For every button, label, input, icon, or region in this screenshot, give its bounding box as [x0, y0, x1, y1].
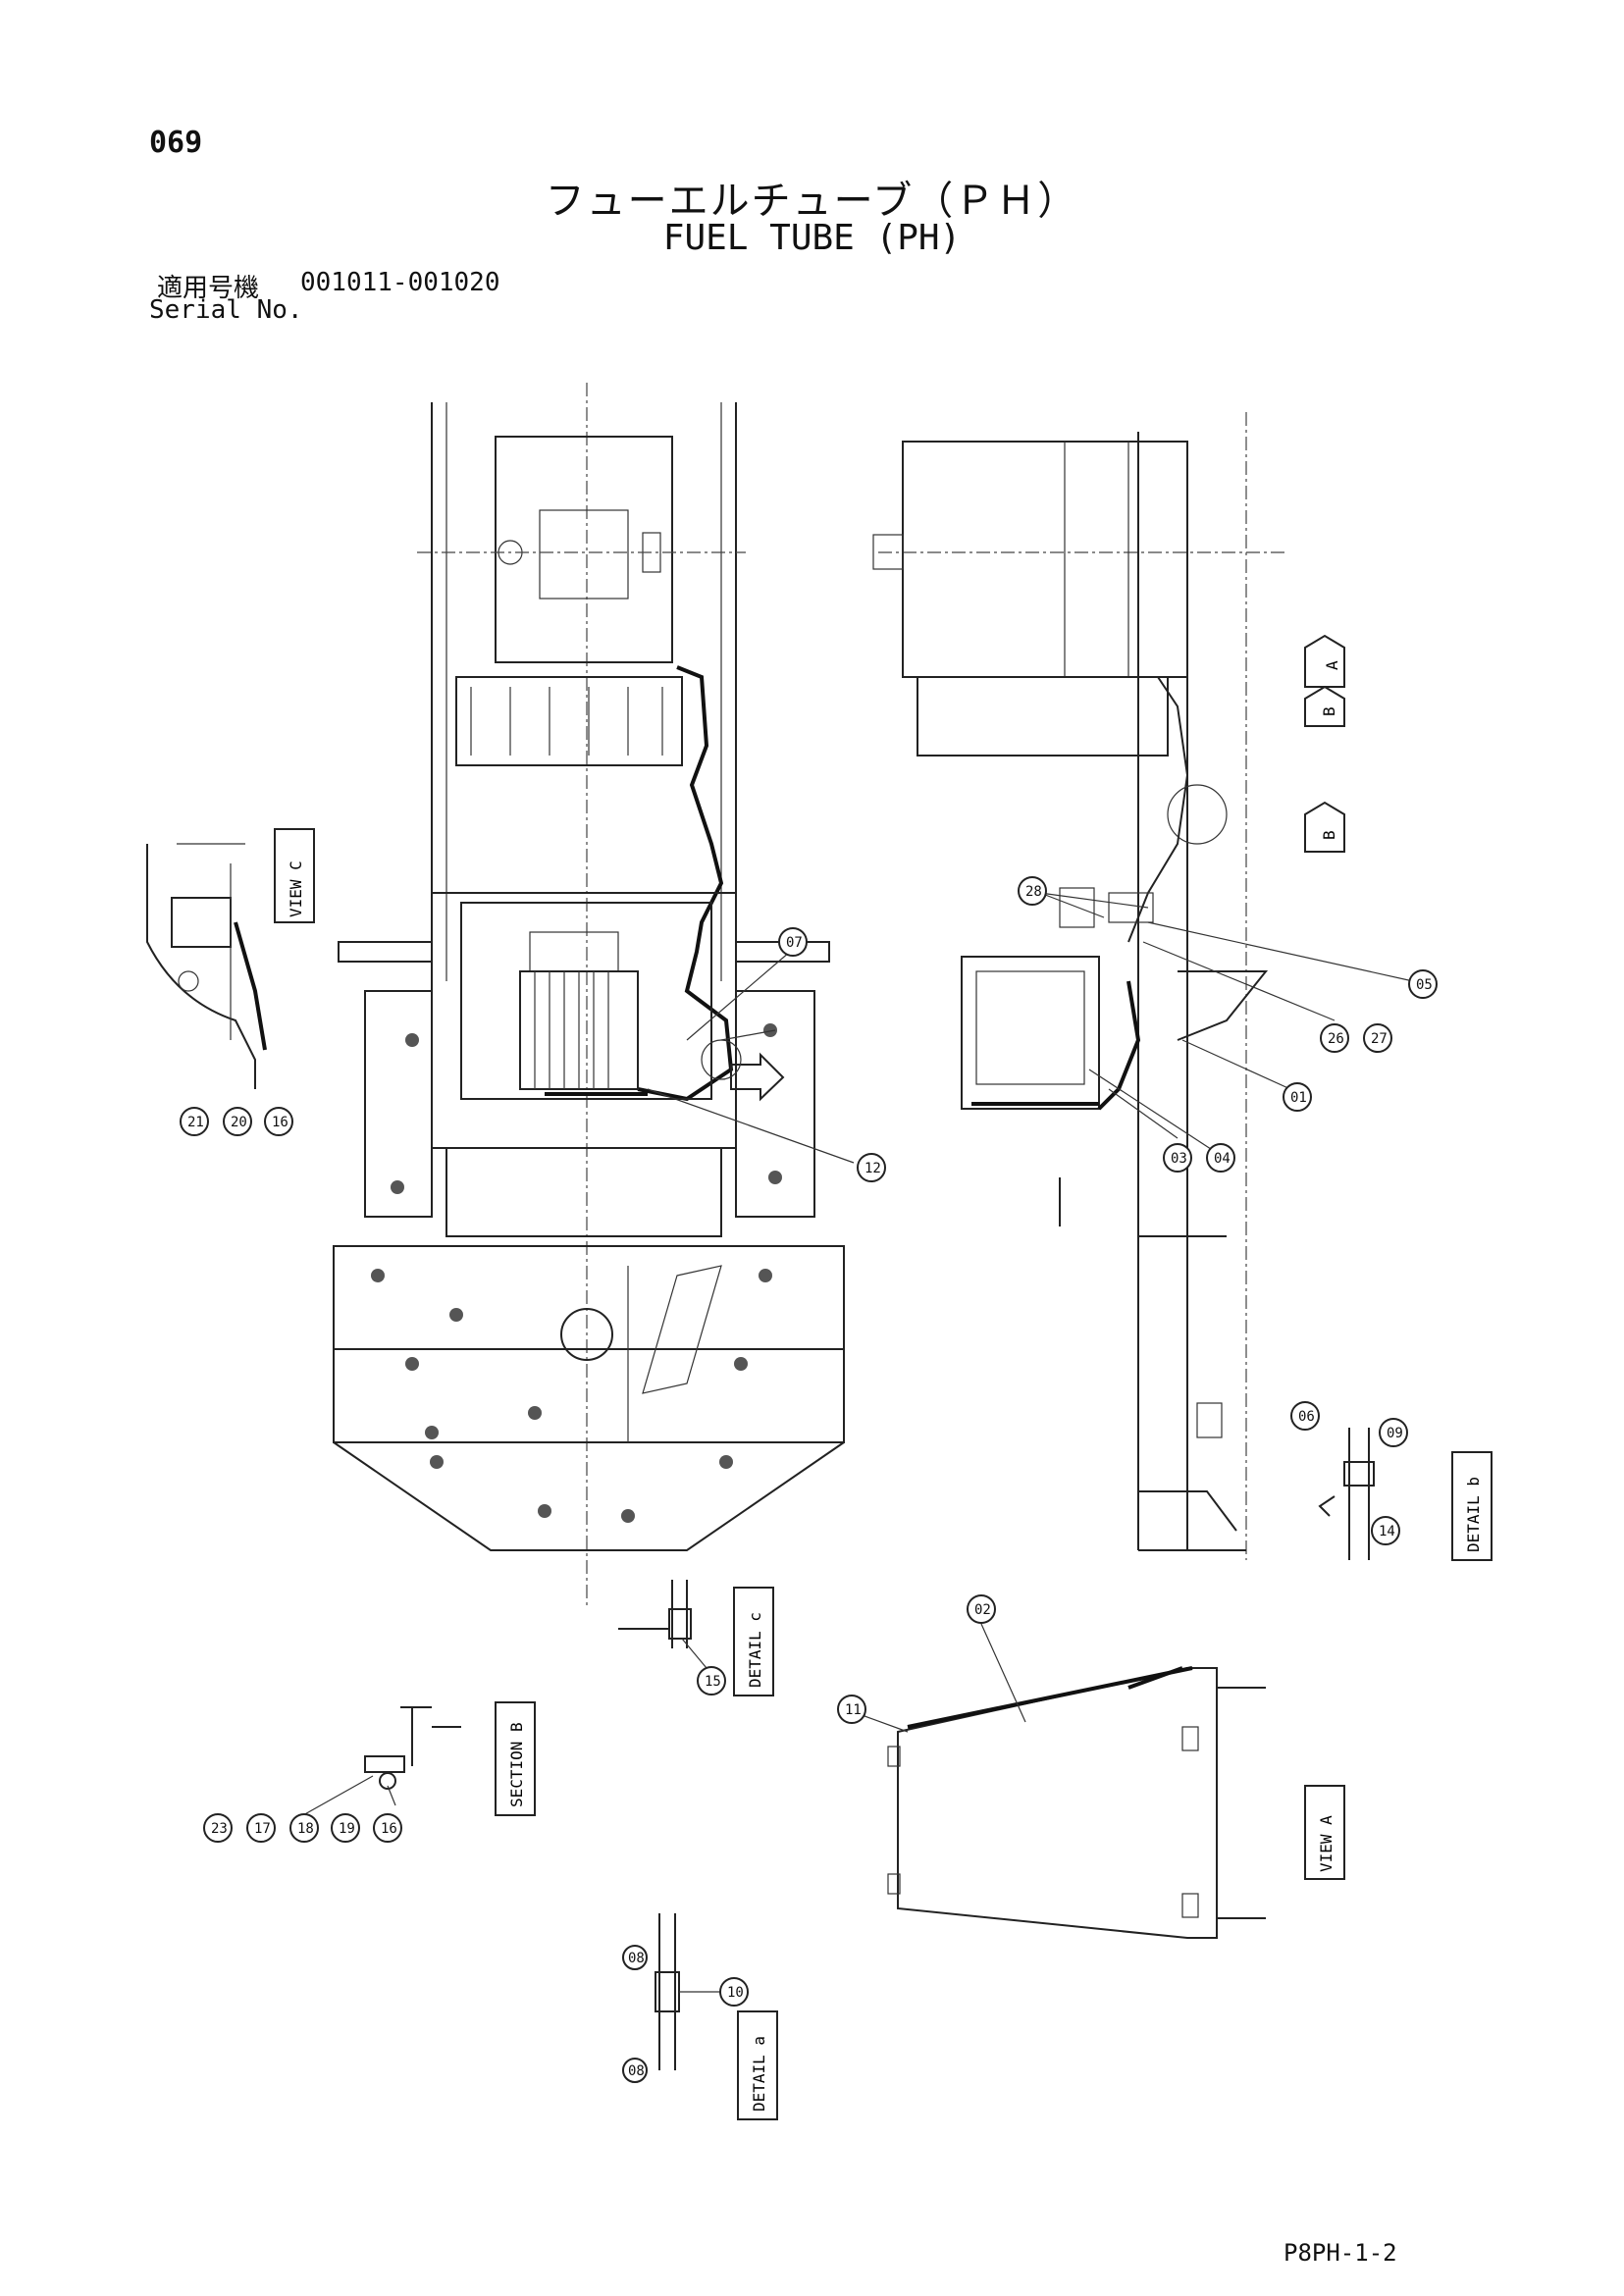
- detail-a: [655, 1913, 721, 2070]
- view-c-label: VIEW C: [287, 861, 305, 917]
- view-a-tag: [1304, 1785, 1345, 1880]
- marker-b2-label: B: [1320, 830, 1338, 840]
- callout-08: 08: [622, 1945, 648, 1970]
- callout-17: 17: [246, 1813, 276, 1843]
- callout-20: 20: [223, 1107, 252, 1136]
- svg-text:16: 16: [381, 1821, 397, 1837]
- callout-12: 12: [857, 1153, 886, 1182]
- section-b: [293, 1706, 461, 1821]
- callout-02: 02: [967, 1594, 996, 1624]
- svg-text:27: 27: [1371, 1031, 1388, 1047]
- callout-14: 14: [1371, 1516, 1400, 1545]
- svg-text:02: 02: [974, 1602, 991, 1618]
- callout-16b: 16: [373, 1813, 402, 1843]
- callout-07: 07: [778, 927, 808, 957]
- svg-text:01: 01: [1290, 1090, 1307, 1106]
- detail-c-tag: [733, 1587, 774, 1696]
- svg-text:18: 18: [297, 1821, 314, 1837]
- callout-03: 03: [1163, 1143, 1192, 1173]
- detail-a-label: DETAIL a: [750, 2036, 768, 2112]
- svg-text:11: 11: [845, 1702, 862, 1718]
- callout-11: 11: [837, 1695, 866, 1724]
- top-view-leaders: [647, 951, 855, 1164]
- view-c-tag: [274, 828, 315, 923]
- svg-text:12: 12: [864, 1161, 881, 1176]
- drawing-code: P8PH-1-2: [1283, 2239, 1397, 2267]
- svg-text:16: 16: [272, 1115, 288, 1130]
- svg-text:20: 20: [231, 1115, 247, 1130]
- callout-28: 28: [1018, 876, 1047, 906]
- callout-08b: 08: [622, 2058, 648, 2083]
- svg-text:19: 19: [339, 1821, 355, 1837]
- svg-text:04: 04: [1214, 1151, 1231, 1167]
- svg-text:03: 03: [1171, 1151, 1187, 1167]
- side-view-leaders: [1039, 892, 1414, 1154]
- callout-26: 26: [1320, 1023, 1349, 1053]
- callout-15: 15: [697, 1666, 726, 1696]
- serial-label-english: Serial No.: [149, 295, 303, 325]
- callout-04: 04: [1206, 1143, 1235, 1173]
- svg-text:05: 05: [1416, 977, 1433, 993]
- callout-21: 21: [180, 1107, 209, 1136]
- svg-text:08: 08: [628, 1951, 645, 1966]
- callout-06: 06: [1290, 1401, 1320, 1431]
- svg-text:15: 15: [705, 1674, 721, 1690]
- title-japanese: フューエルチューブ（ＰＨ）: [545, 179, 1079, 224]
- view-a-label: VIEW A: [1317, 1815, 1336, 1872]
- title-english: FUEL TUBE (PH): [662, 218, 962, 258]
- svg-text:28: 28: [1025, 884, 1042, 900]
- side-view: [872, 412, 1285, 1560]
- chassis-top-view: [333, 383, 845, 1609]
- svg-text:07: 07: [786, 935, 803, 951]
- serial-label-japanese: 適用号機: [157, 274, 260, 303]
- side-view-markers: [1304, 634, 1345, 853]
- callout-16: 16: [264, 1107, 293, 1136]
- callout-09: 09: [1379, 1418, 1408, 1447]
- callout-27: 27: [1363, 1023, 1392, 1053]
- view-a-fuel-tank: [853, 1623, 1266, 1939]
- callout-01: 01: [1283, 1082, 1312, 1112]
- marker-a-label: A: [1323, 660, 1341, 670]
- callout-05: 05: [1408, 969, 1438, 999]
- svg-text:06: 06: [1298, 1409, 1315, 1425]
- svg-text:08: 08: [628, 2063, 645, 2079]
- detail-b-tag: [1451, 1451, 1493, 1561]
- svg-text:14: 14: [1379, 1524, 1395, 1539]
- serial-range: 001011-001020: [300, 268, 500, 297]
- detail-b-label: DETAIL b: [1464, 1477, 1483, 1552]
- svg-text:23: 23: [211, 1821, 228, 1837]
- callout-10: 10: [719, 1977, 749, 2007]
- detail-c: [618, 1580, 707, 1669]
- section-b-tag: [495, 1701, 536, 1816]
- page-number: 069: [149, 126, 203, 160]
- callout-19: 19: [331, 1813, 360, 1843]
- svg-text:26: 26: [1328, 1031, 1344, 1047]
- detail-b: [1318, 1428, 1375, 1560]
- detail-a-tag: [737, 2010, 778, 2120]
- callout-23: 23: [203, 1813, 233, 1843]
- marker-b-label: B: [1320, 706, 1338, 716]
- section-b-label: SECTION B: [507, 1722, 526, 1807]
- svg-text:17: 17: [254, 1821, 271, 1837]
- svg-text:09: 09: [1387, 1426, 1403, 1441]
- svg-text:21: 21: [187, 1115, 204, 1130]
- svg-text:10: 10: [727, 1985, 744, 2001]
- view-c-detail: [146, 843, 267, 1089]
- detail-c-label: DETAIL c: [746, 1612, 764, 1688]
- callout-18: 18: [289, 1813, 319, 1843]
